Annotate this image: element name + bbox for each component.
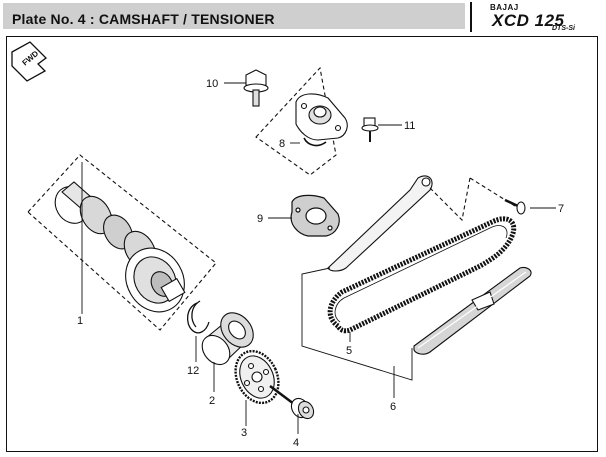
chain-guide-part [413,266,532,355]
tensioner-bolt-part [243,69,269,107]
circlip-part [186,300,210,334]
plate-header: Plate No. 4 : CAMSHAFT / TENSIONER BAJAJ… [0,0,606,33]
tensioner-arm-part [327,175,526,272]
callout-11: 11 [404,120,415,132]
brand-logo: BAJAJ XCD 125 DTS-Si [470,2,606,32]
callout-8: 8 [279,138,285,150]
callout-9: 9 [257,213,263,225]
callout-4: 4 [293,437,299,449]
callout-12: 12 [187,365,199,377]
title-bar: Plate No. 4 : CAMSHAFT / TENSIONER [3,3,465,29]
callout-2: 2 [209,395,215,407]
bearing-part [201,312,254,366]
tensioner-assembly-part [255,66,348,176]
callout-5: 5 [346,345,352,357]
leader-lines [81,82,556,434]
brand-sub: DTS-Si [552,25,575,32]
cam-chain-part [327,216,517,334]
callout-3: 3 [241,427,247,439]
camshaft-part [27,154,217,331]
tensioner-screw-part [361,117,379,142]
sprocket-bolt-part [269,385,315,420]
sprocket-part [234,349,280,405]
callout-labels: 1 2 3 4 5 6 7 8 9 10 11 12 [77,78,564,449]
brand-model: XCD 125 [492,11,565,30]
brand-maker: BAJAJ [490,3,519,12]
gasket-part [290,194,340,237]
diagram-frame [6,36,598,452]
plate-title: Plate No. 4 : CAMSHAFT / TENSIONER [12,11,275,27]
callout-6: 6 [390,401,396,413]
callout-10: 10 [206,78,218,90]
callout-1: 1 [77,315,83,327]
callout-7: 7 [558,203,564,215]
fwd-arrow-icon: FWD [11,41,47,82]
